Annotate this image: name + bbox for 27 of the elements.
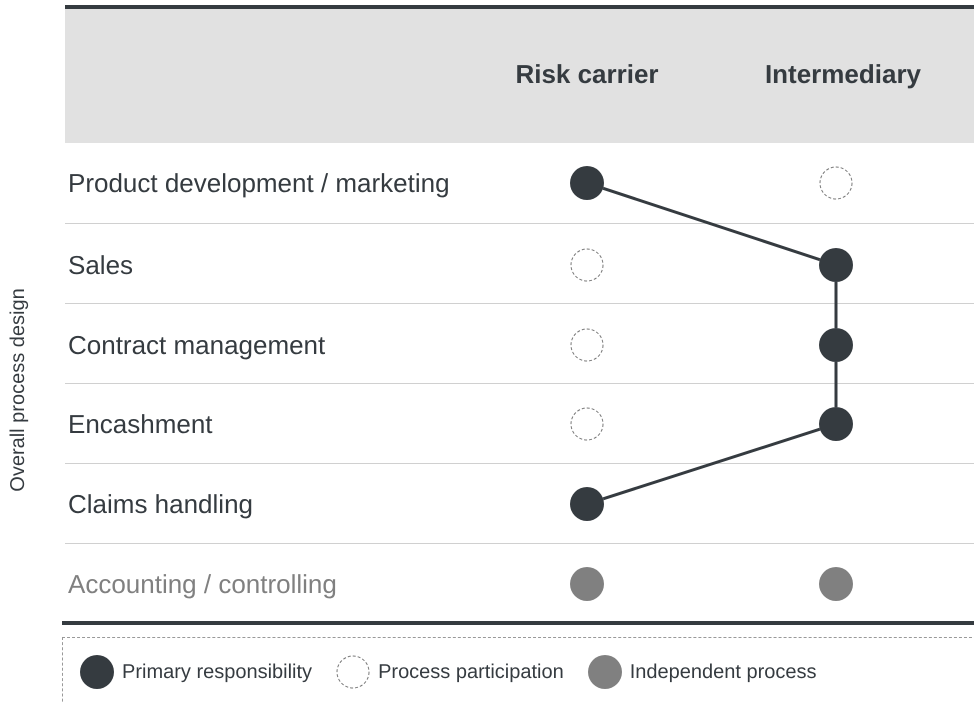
legend-text: Process participation — [378, 660, 564, 684]
dashed-circle — [819, 166, 853, 200]
filled-circle — [819, 407, 853, 441]
legend-text: Primary responsibility — [122, 660, 312, 684]
column-heading: Risk carrier — [514, 58, 660, 90]
connector-line — [834, 282, 838, 328]
filled-circle — [570, 166, 604, 200]
legend-text: Independent process — [630, 660, 817, 684]
dashed-circle — [570, 407, 604, 441]
column-heading: Intermediary — [764, 58, 922, 90]
filled-circle — [819, 248, 853, 282]
row-label: Contract management — [68, 329, 326, 361]
dashed-circle — [570, 248, 604, 282]
row-label: Product development / marketing — [68, 167, 450, 199]
connector-line — [834, 362, 838, 407]
connector-line — [602, 186, 820, 262]
dashed-circle — [570, 328, 604, 362]
connector-line — [602, 428, 820, 500]
row-label: Sales — [68, 249, 134, 281]
filled-circle — [819, 567, 853, 601]
filled-circle — [570, 567, 604, 601]
axis-label: Overall process design — [6, 287, 30, 494]
row-label: Encashment — [68, 408, 213, 440]
filled-circle — [570, 487, 604, 521]
filled-circle — [819, 328, 853, 362]
row-label: Claims handling — [68, 488, 253, 520]
row-label: Accounting / controlling — [68, 568, 337, 600]
